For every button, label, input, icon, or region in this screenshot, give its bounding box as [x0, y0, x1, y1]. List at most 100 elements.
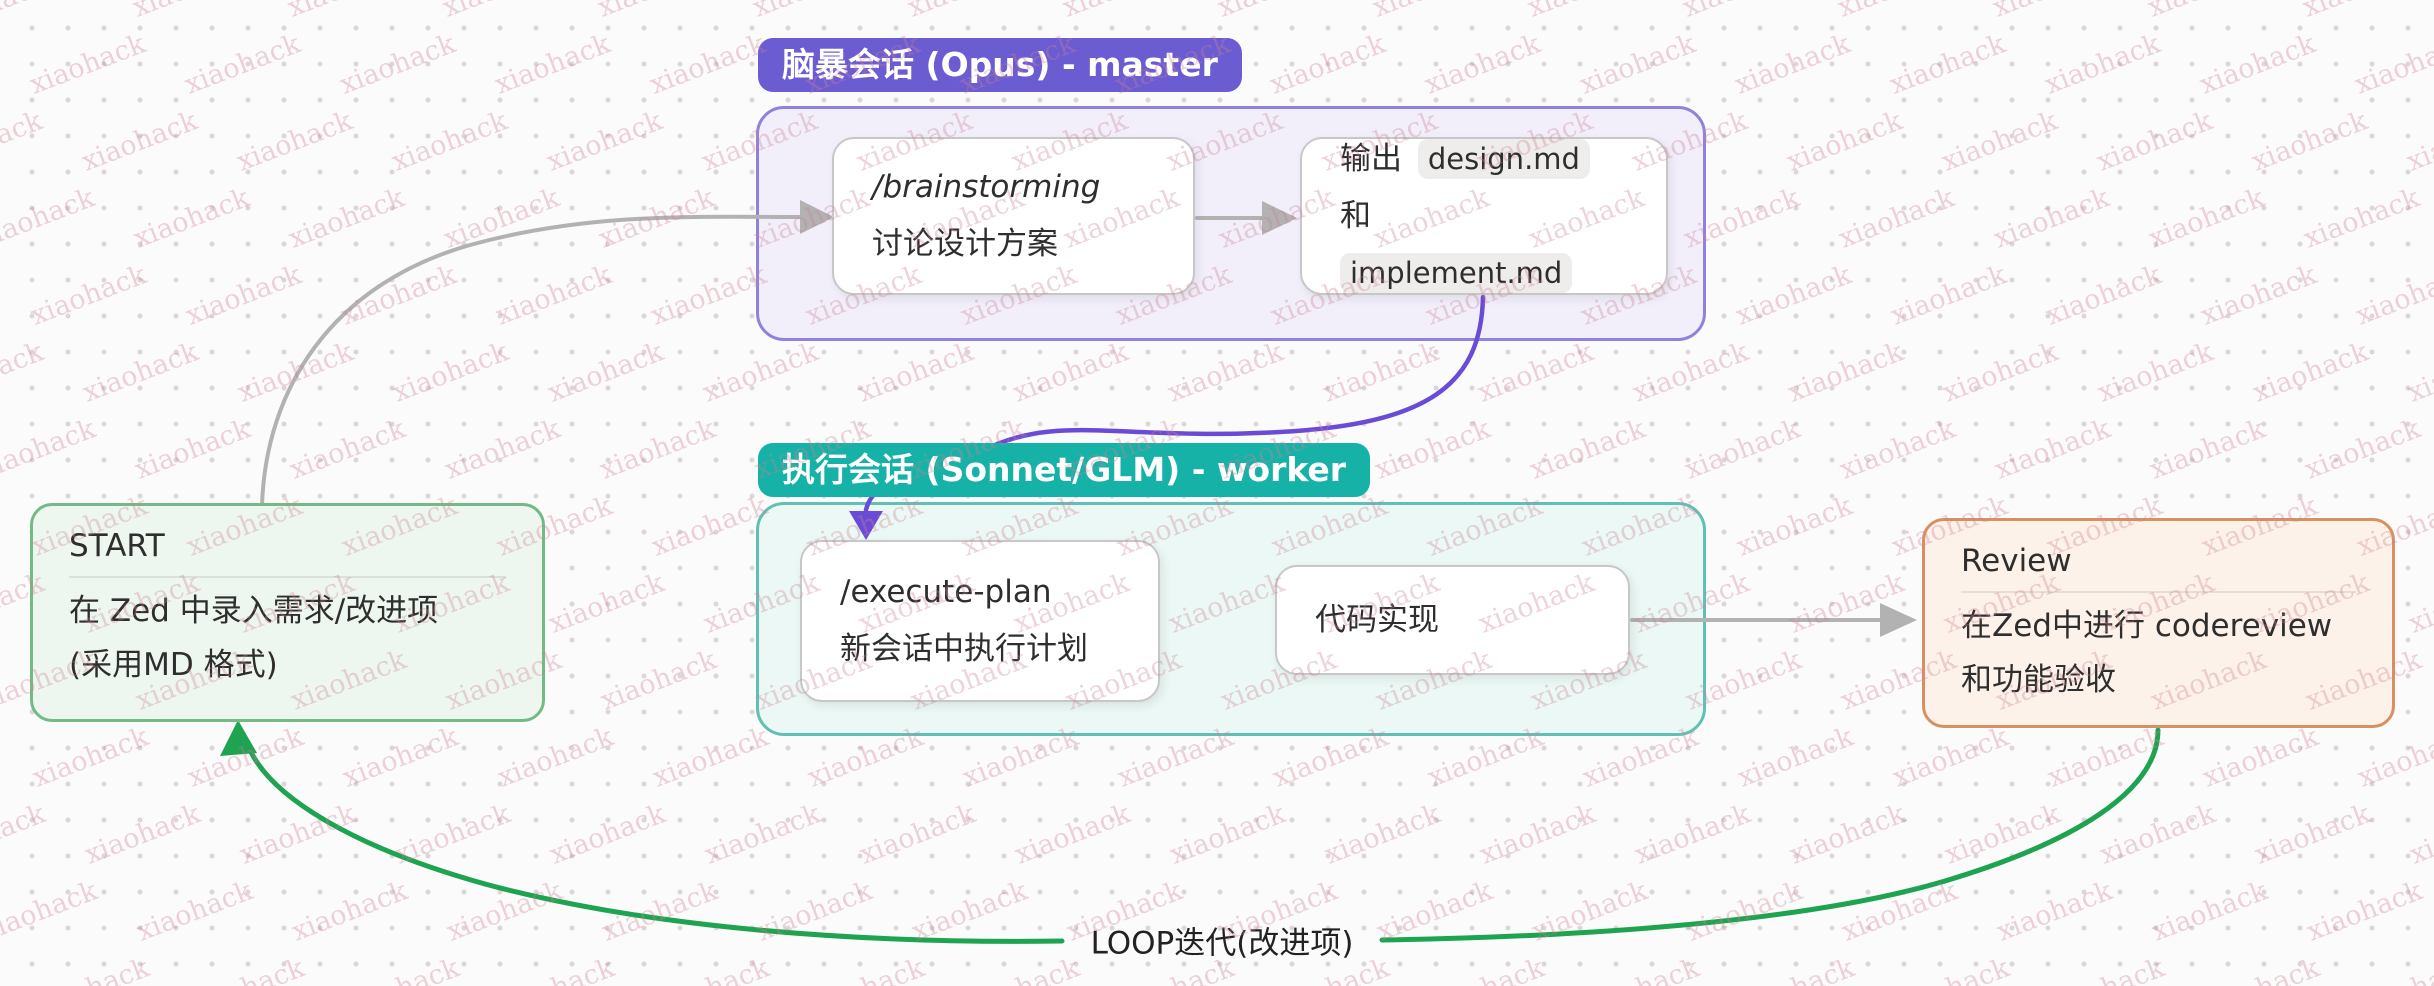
watermark-text: xiaohack: [0, 182, 99, 255]
watermark-text: xiaohack: [2043, 721, 2168, 794]
watermark-text: xiaohack: [1370, 413, 1495, 486]
watermark-text: xiaohack: [645, 28, 770, 101]
watermark-text: xiaohack: [77, 105, 202, 178]
review-to-start-arrowhead: [220, 720, 257, 756]
watermark-text: xiaohack: [2147, 875, 2272, 948]
watermark-text: xiaohack: [748, 0, 872, 24]
watermark-text: xiaohack: [442, 875, 567, 948]
watermark-text: xiaohack: [646, 259, 771, 332]
watermark-text: xiaohack: [183, 721, 308, 794]
watermark-text: xiaohack: [1734, 952, 1858, 986]
watermark-text: xiaohack: [1834, 182, 1959, 255]
watermark-text: xiaohack: [2298, 0, 2422, 24]
watermark-text: xiaohack: [542, 105, 667, 178]
watermark-text: xiaohack: [1318, 336, 1443, 409]
watermark-text: xiaohack: [1937, 105, 2062, 178]
output-prefix: 输出: [1340, 140, 1402, 177]
code-to-review-arrowhead: [1880, 603, 1917, 637]
watermark-text: xiaohack: [2250, 798, 2375, 871]
review-divider: [1961, 591, 2356, 593]
design-md-chip: design.md: [1417, 138, 1590, 179]
watermark-text: xiaohack: [2404, 567, 2434, 640]
watermark-text: xiaohack: [596, 644, 721, 717]
watermark-text: xiaohack: [25, 28, 150, 101]
watermark-text: xiaohack: [180, 28, 305, 101]
start-line2: (采用MD 格式): [69, 647, 278, 683]
watermark-text: xiaohack: [1888, 721, 2013, 794]
watermark-text: xiaohack: [2092, 105, 2217, 178]
watermark-text: xiaohack: [132, 875, 257, 948]
watermark-text: xiaohack: [1731, 259, 1856, 332]
watermark-text: xiaohack: [128, 0, 252, 24]
watermark-text: xiaohack: [2299, 182, 2424, 255]
watermark-text: xiaohack: [1628, 336, 1753, 409]
watermark-text: xiaohack: [130, 413, 255, 486]
watermark-text: xiaohack: [1630, 798, 1755, 871]
watermark-text: xiaohack: [438, 0, 562, 24]
watermark-text: xiaohack: [1732, 490, 1857, 563]
review-to-start-connector-right: [1379, 727, 2161, 943]
execute-plan-node: /execute-plan 新会话中执行计划: [800, 540, 1160, 702]
watermark-text: xiaohack: [2402, 105, 2434, 178]
watermark-text: xiaohack: [595, 413, 720, 486]
watermark-text: xiaohack: [1989, 182, 2114, 255]
watermark-text: xiaohack: [1213, 0, 1337, 24]
watermark-text: xiaohack: [2196, 259, 2321, 332]
review-line2: 和功能验收: [1961, 662, 2116, 698]
brainstorming-desc: 讨论设计方案: [872, 226, 1058, 262]
brainstorming-command: /brainstorming: [872, 169, 1101, 205]
watermark-text: xiaohack: [28, 721, 153, 794]
review-node: Review 在Zed中进行 codereview 和功能验收: [1922, 518, 2395, 728]
watermark-text: xiaohack: [181, 259, 306, 332]
watermark-text: xiaohack: [0, 875, 102, 948]
watermark-text: xiaohack: [1988, 0, 2112, 24]
review-to-start-connector-left: [247, 747, 1065, 944]
watermark-text: xiaohack: [2041, 259, 2166, 332]
watermark-text: xiaohack: [1579, 952, 1703, 986]
watermark-text: xiaohack: [597, 875, 722, 948]
watermark-text: xiaohack: [490, 28, 615, 101]
watermark-text: xiaohack: [2144, 182, 2269, 255]
watermark-text: xiaohack: [1165, 798, 1290, 871]
watermark-text: xiaohack: [78, 336, 203, 409]
watermark-text: xiaohack: [2198, 721, 2323, 794]
start-line1: 在 Zed 中录入需求/改进项: [69, 593, 439, 629]
watermark-text: xiaohack: [2143, 0, 2267, 24]
execute-desc: 新会话中执行计划: [840, 631, 1088, 667]
watermark-text: xiaohack: [336, 259, 461, 332]
watermark-text: xiaohack: [1783, 336, 1908, 409]
watermark-text: xiaohack: [1885, 28, 2010, 101]
watermark-text: xiaohack: [1523, 0, 1647, 24]
watermark-text: xiaohack: [700, 798, 825, 871]
watermark-text: xiaohack: [494, 952, 618, 986]
watermark-text: xiaohack: [0, 0, 98, 24]
worker-session-label: 执行会话 (Sonnet/GLM) - worker: [758, 443, 1371, 497]
watermark-text: xiaohack: [903, 0, 1027, 24]
code-implementation-node: 代码实现: [1275, 565, 1630, 675]
implement-md-chip: implement.md: [1340, 252, 1573, 293]
watermark-text: xiaohack: [593, 0, 717, 24]
watermark-text: xiaohack: [0, 413, 100, 486]
watermark-text: xiaohack: [491, 259, 616, 332]
watermark-text: xiaohack: [2095, 798, 2220, 871]
watermark-text: xiaohack: [0, 336, 48, 409]
watermark-text: xiaohack: [1320, 798, 1445, 871]
watermark-text: xiaohack: [285, 413, 410, 486]
watermark-text: xiaohack: [1889, 952, 2013, 986]
watermark-text: xiaohack: [1473, 336, 1598, 409]
watermark-text: xiaohack: [1782, 105, 1907, 178]
watermark-text: xiaohack: [439, 182, 564, 255]
code-implementation-label: 代码实现: [1315, 601, 1439, 638]
watermark-text: xiaohack: [2354, 952, 2434, 986]
brainstorming-node: /brainstorming 讨论设计方案: [832, 137, 1195, 295]
watermark-text: xiaohack: [2351, 259, 2434, 332]
watermark-text: xiaohack: [1163, 336, 1288, 409]
watermark-text: xiaohack: [648, 721, 773, 794]
watermark-text: xiaohack: [1575, 28, 1700, 101]
watermark-text: xiaohack: [2405, 798, 2434, 871]
watermark-text: xiaohack: [1265, 28, 1390, 101]
watermark-text: xiaohack: [907, 875, 1032, 948]
watermark-text: xiaohack: [1990, 413, 2115, 486]
watermark-text: xiaohack: [390, 798, 515, 871]
watermark-text: xiaohack: [853, 336, 978, 409]
